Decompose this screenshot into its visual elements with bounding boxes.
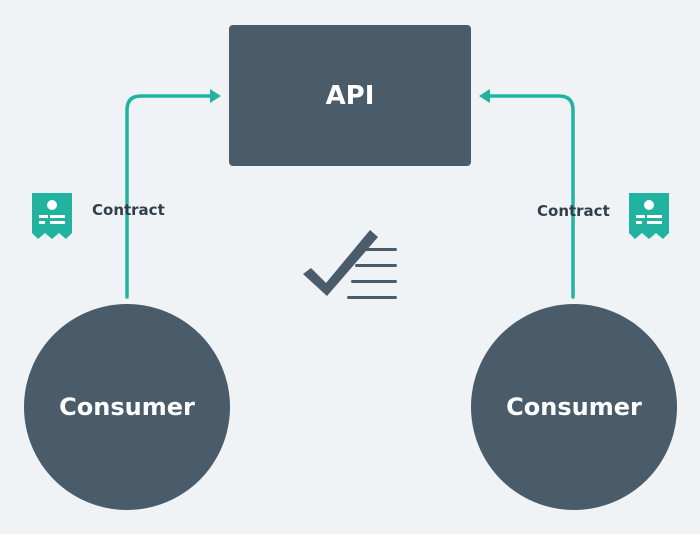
right-connector-arrow [485,94,575,299]
contract-label-left: Contract [92,201,165,219]
contract-document-icon [32,193,72,239]
consumer-label-right: Consumer [506,393,642,421]
consumer-label-left: Consumer [59,393,195,421]
consumer-node-right: Consumer [471,304,677,510]
api-node: API [229,25,471,166]
contract-document-icon [629,193,669,239]
consumer-node-left: Consumer [24,304,230,510]
left-arrowhead [210,89,221,103]
checkmark-list-icon [303,230,397,299]
contract-label-right: Contract [537,202,610,220]
left-connector-arrow [125,94,215,299]
api-label: API [325,80,375,111]
right-arrowhead [479,89,490,103]
